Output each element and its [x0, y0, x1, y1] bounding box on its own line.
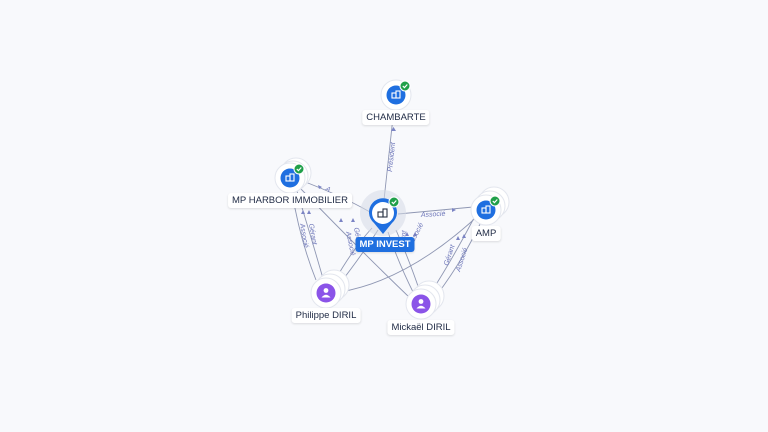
- edge-label-gerant-philippe-harbor: Gérant: [307, 223, 318, 246]
- node-amp[interactable]: [470, 186, 510, 226]
- person-icon: [321, 288, 331, 298]
- node-mp-invest[interactable]: [360, 190, 406, 236]
- node-mp-harbor[interactable]: [274, 157, 312, 194]
- verified-check-icon: [399, 80, 411, 92]
- building-icon: [377, 208, 388, 218]
- node-label-amp[interactable]: AMP: [471, 226, 501, 241]
- node-label-mp-invest[interactable]: MP INVEST: [355, 237, 415, 252]
- node-label-philippe[interactable]: Philippe DIRIL: [291, 308, 361, 323]
- verified-check-icon: [388, 196, 400, 208]
- node-label-mp-harbor[interactable]: MP HARBOR IMMOBILIER: [228, 193, 352, 208]
- node-label-chambarte[interactable]: CHAMBARTE: [362, 110, 430, 125]
- building-icon: [285, 173, 295, 182]
- edge-label-associe-philippe-harbor: Associé: [298, 222, 309, 248]
- edge-label-gerant-mickael-amp: Gérant: [443, 243, 457, 267]
- edge-label-president: Président: [387, 141, 397, 172]
- edge-label-associe-mickael-amp: Associé: [455, 247, 470, 274]
- person-icon: [416, 299, 426, 309]
- building-icon: [391, 90, 401, 99]
- node-chambarte[interactable]: [380, 79, 412, 111]
- building-icon: [481, 205, 491, 214]
- verified-check-icon: [489, 195, 501, 207]
- node-philippe[interactable]: [310, 269, 350, 309]
- node-mickael[interactable]: [405, 280, 445, 320]
- verified-check-icon: [293, 163, 305, 175]
- node-label-mickael[interactable]: Mickaël DIRIL: [387, 320, 455, 335]
- edge-label-associe-mp-amp: Associé: [420, 211, 446, 219]
- edge-label-associe-harbor: A: [323, 185, 332, 194]
